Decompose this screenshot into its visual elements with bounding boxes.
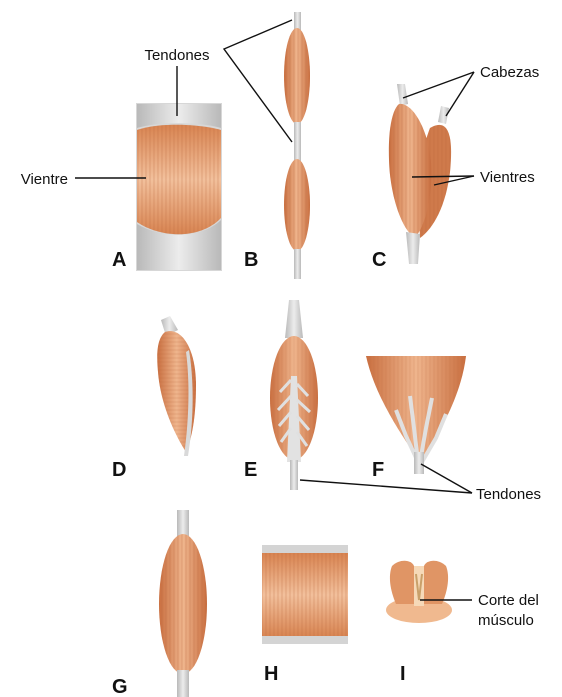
figure-b [284, 12, 310, 279]
figure-b-fibers-upper [284, 28, 310, 124]
label-tendones-top: Tendones [144, 47, 209, 64]
letter-c: C [372, 249, 386, 271]
letter-g: G [112, 676, 128, 697]
leader-vientres-left [412, 176, 474, 177]
figure-e-tendon-top [285, 300, 303, 338]
figure-h [262, 545, 348, 644]
leader-tendones-f [421, 464, 472, 493]
figure-e-tendon-bottom [290, 460, 298, 490]
leader-tendones-e [300, 480, 472, 493]
leader-tendones-b [224, 20, 292, 142]
figure-i-right-half [424, 561, 448, 604]
leader-lines [75, 20, 474, 600]
letter-b: B [244, 249, 258, 271]
label-corte-line2: músculo [478, 612, 534, 629]
figure-i [386, 561, 452, 623]
label-cabezas: Cabezas [480, 64, 539, 81]
label-vientre: Vientre [21, 171, 68, 188]
figure-c-fibers-left [389, 104, 431, 238]
label-vientres: Vientres [480, 169, 535, 186]
letter-d: D [112, 459, 126, 481]
label-corte-line1: Corte del [478, 592, 539, 609]
figure-c-head-tendon-left [397, 84, 408, 106]
figure-a-fibers [137, 125, 221, 235]
letter-e: E [244, 459, 257, 481]
letter-f: F [372, 459, 384, 481]
leader-cabezas-left [403, 72, 474, 98]
figure-e [270, 300, 318, 490]
figure-g-tendon-bottom [177, 670, 189, 697]
label-tendones-bottom: Tendones [476, 486, 541, 503]
figure-g-fibers [159, 534, 207, 674]
figure-h-fibers [262, 553, 348, 637]
figure-i-left-half [390, 561, 414, 604]
figure-f-tendon-bottom [414, 452, 424, 474]
figure-d [157, 316, 196, 456]
letter-i: I [400, 663, 406, 685]
letter-h: H [264, 663, 278, 685]
letter-a: A [112, 249, 126, 271]
figure-b-tendon-bottom [294, 249, 301, 279]
figure-f [366, 356, 466, 474]
figure-g [159, 510, 207, 697]
figure-c-insertion-tendon [406, 232, 420, 264]
figure-b-tendon-middle [294, 122, 301, 164]
figure-h-tendon-bottom [262, 636, 348, 644]
figure-a [136, 103, 222, 271]
figure-c [389, 84, 451, 264]
leader-cabezas-right [446, 72, 474, 116]
figure-b-fibers-lower [284, 159, 310, 251]
